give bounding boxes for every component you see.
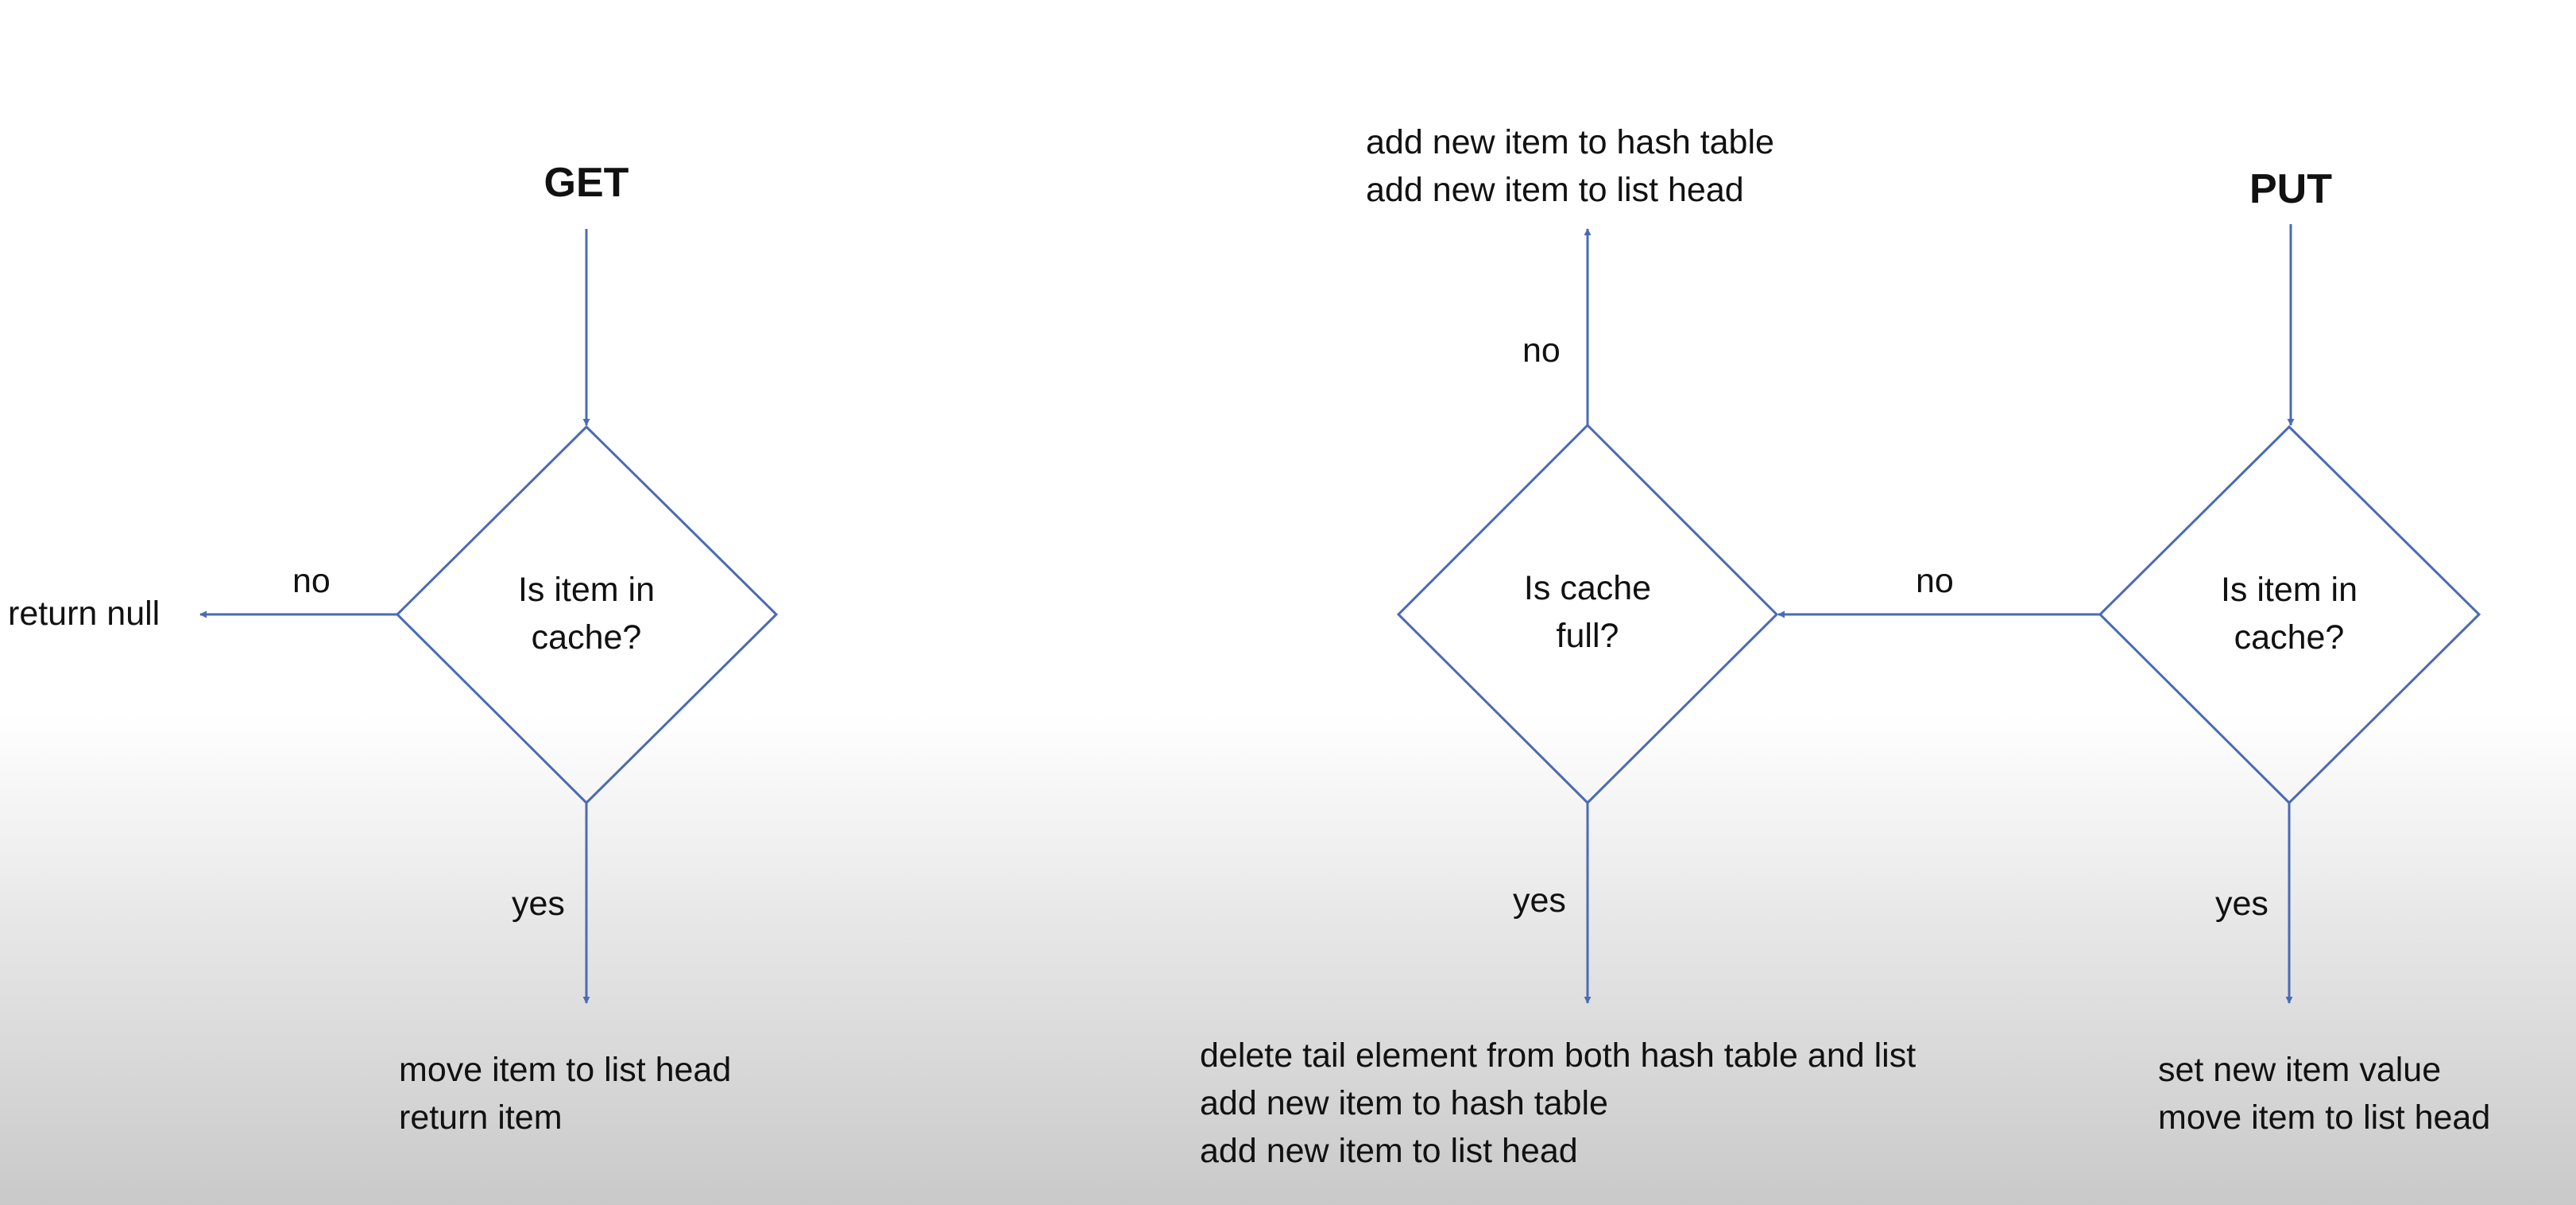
put-title: PUT xyxy=(2249,166,2332,212)
get-no-label: no xyxy=(292,562,331,600)
put-item-yes-result-line2: move item to list head xyxy=(2158,1098,2491,1137)
put-full-no-label: no xyxy=(1522,331,1561,370)
put-item-decision-line2: cache? xyxy=(2234,618,2345,657)
put-full-decision-text: Is cache full? xyxy=(1468,564,1707,660)
get-yes-result: move item to list head return item xyxy=(399,1046,731,1141)
put-full-decision-line2: full? xyxy=(1556,617,1619,655)
get-decision-line2: cache? xyxy=(531,618,642,657)
put-item-no-label: no xyxy=(1916,562,1954,600)
put-full-no-result-line1: add new item to hash table xyxy=(1366,123,1774,161)
put-full-yes-result-line3: add new item to list head xyxy=(1200,1132,1578,1170)
get-yes-result-line2: return item xyxy=(399,1098,563,1137)
put-item-decision-text: Is item in cache? xyxy=(2170,566,2408,661)
put-item-yes-label: yes xyxy=(2215,885,2269,923)
put-full-yes-result-line2: add new item to hash table xyxy=(1200,1084,1608,1122)
put-item-decision-line1: Is item in xyxy=(2220,571,2358,609)
get-no-result: return null xyxy=(8,595,161,633)
get-decision-text: Is item in cache? xyxy=(467,566,706,661)
get-decision-line1: Is item in xyxy=(517,571,656,609)
get-yes-label: yes xyxy=(512,885,565,923)
put-item-yes-result: set new item value move item to list hea… xyxy=(2158,1046,2490,1141)
get-yes-result-line1: move item to list head xyxy=(399,1051,732,1089)
put-full-yes-label: yes xyxy=(1513,881,1566,920)
put-full-yes-result-line1: delete tail element from both hash table… xyxy=(1200,1036,1917,1075)
put-full-no-result: add new item to hash table add new item … xyxy=(1366,118,1774,214)
put-item-yes-result-line1: set new item value xyxy=(2158,1051,2442,1089)
put-full-decision-line1: Is cache xyxy=(1523,569,1652,607)
put-full-yes-result: delete tail element from both hash table… xyxy=(1200,1032,1916,1175)
put-full-no-result-line2: add new item to list head xyxy=(1366,171,1744,209)
get-title: GET xyxy=(543,160,629,206)
